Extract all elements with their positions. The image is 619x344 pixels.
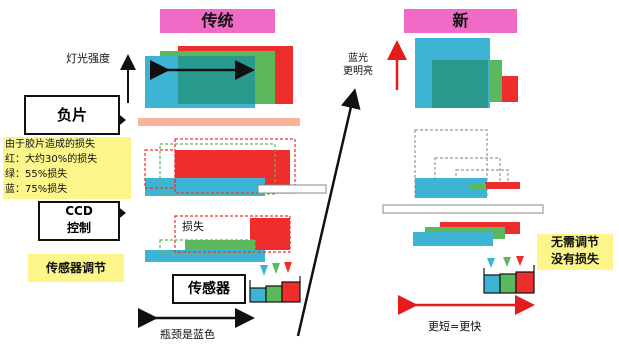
traditional-sensor-bars <box>145 215 291 262</box>
no-adjust-label: 无需调节 <box>550 235 599 249</box>
new-middle-bars <box>382 129 544 214</box>
transition-arrow <box>296 88 361 337</box>
shorter-faster-label: 更短=更快 <box>428 320 482 333</box>
film-box: 负片 <box>24 95 120 135</box>
no-loss-label: 没有损失 <box>550 252 599 266</box>
blue-light-label: 蓝光 <box>348 53 368 64</box>
light-intensity-label: 灯光强度 <box>66 52 110 65</box>
brighter-text-label: 更明亮 <box>343 66 373 77</box>
film-loss-note: 由于胶片造成的损失 红：大约30%的损失 绿：55%损失 蓝：75%损失 <box>3 137 131 199</box>
film-bar <box>138 118 300 126</box>
loss-note-line: 蓝：75%损失 <box>5 184 68 195</box>
loss-note-line: 绿：55%损失 <box>5 169 68 180</box>
traditional-header: 传统 <box>160 9 275 33</box>
brighter-label: 蓝光 更明亮 <box>343 52 373 78</box>
sensor-label: 传感器 <box>188 281 230 297</box>
loss-note-line: 红：大约30%的损失 <box>5 154 98 165</box>
new-sensor-cups-icon <box>483 256 535 294</box>
sensor-adjust-label: 传感器调节 <box>45 261 106 275</box>
bottleneck-label: 瓶颈是蓝色 <box>160 328 215 341</box>
film-label: 负片 <box>56 106 87 124</box>
new-header: 新 <box>404 9 517 33</box>
traditional-sensor-cups-icon <box>249 262 301 303</box>
sensor-adjust-note: 传感器调节 <box>28 254 124 282</box>
no-adjust-note: 无需调节 没有损失 <box>537 234 613 270</box>
sensor-box: 传感器 <box>172 274 246 304</box>
ccd-control-label: 控制 <box>66 221 91 235</box>
loss-note-line: 由于胶片造成的损失 <box>5 139 95 150</box>
ccd-box: CCD 控制 <box>38 201 120 241</box>
new-light-bars <box>415 38 518 108</box>
traditional-after-film-bars <box>144 138 327 196</box>
loss-label: 损失 <box>182 220 204 233</box>
ccd-label: CCD <box>65 204 93 218</box>
traditional-light-bars <box>145 46 293 108</box>
new-sensor-bars <box>413 222 520 246</box>
